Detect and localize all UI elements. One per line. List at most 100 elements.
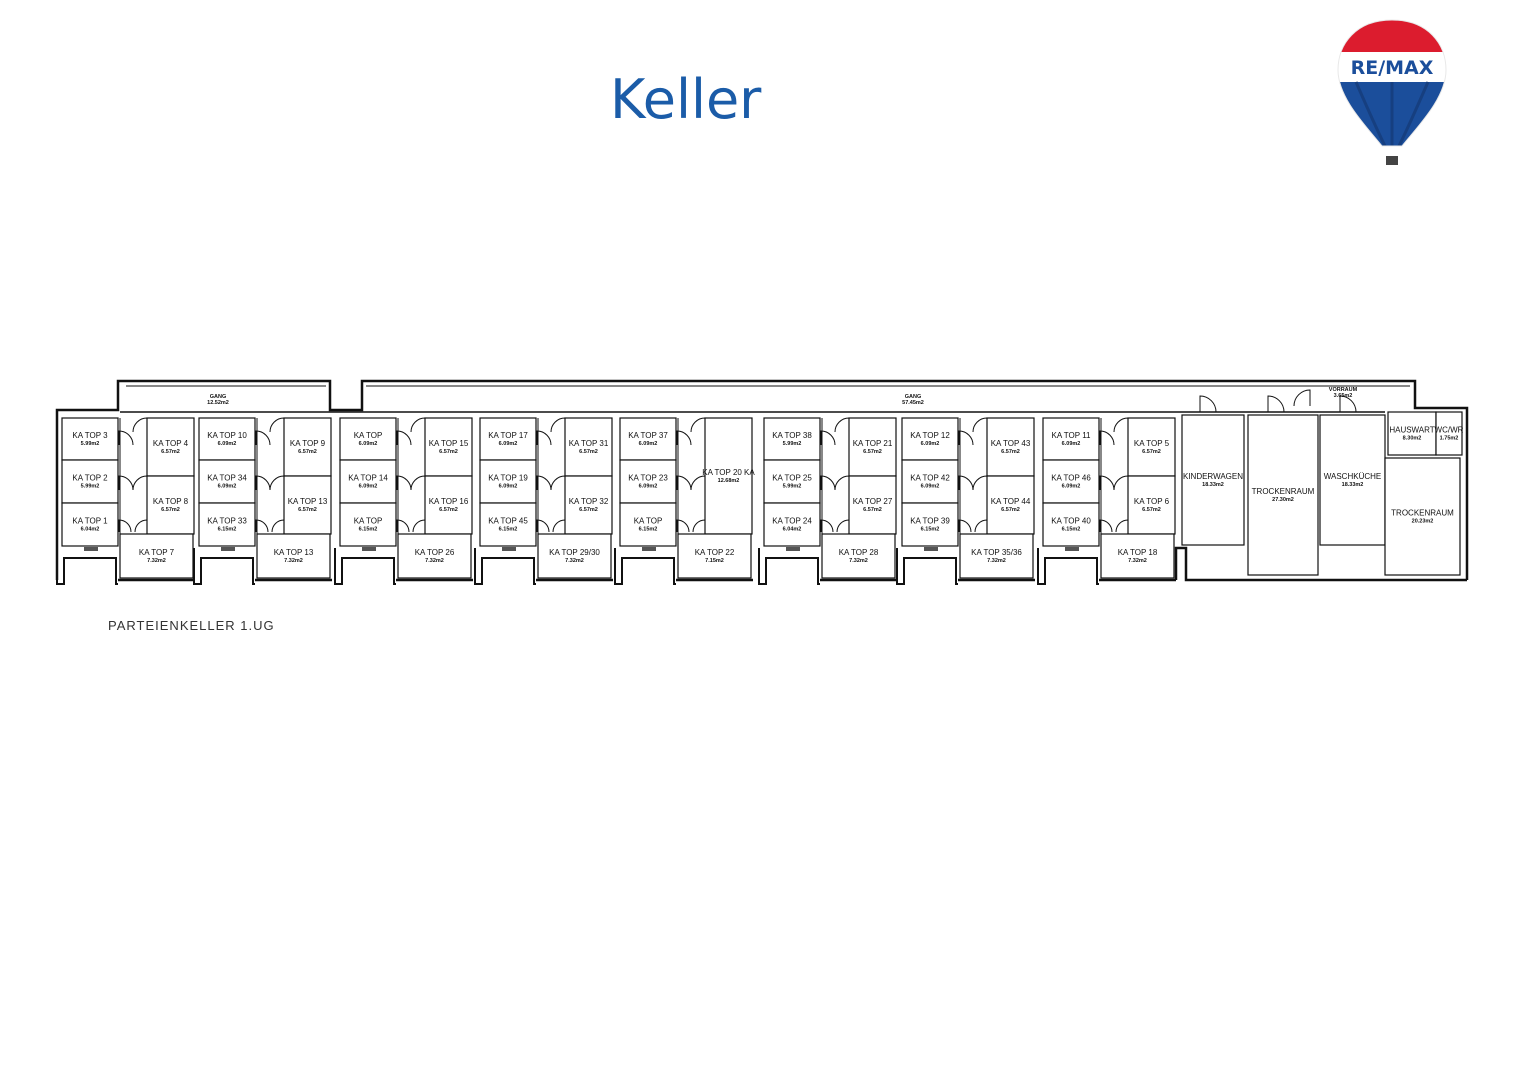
storage-room-area: 6.09m2 <box>218 484 237 490</box>
service-room-label: WC/WR <box>1435 426 1464 435</box>
storage-room <box>564 475 613 535</box>
storage-room-label: KA TOP 27 <box>853 497 893 506</box>
door-swing-icon <box>974 519 988 533</box>
door-swing-icon <box>255 430 271 446</box>
storage-room <box>424 475 473 535</box>
storage-room-label: KA TOP 17 <box>488 431 528 440</box>
storage-room-area: 6.57m2 <box>439 507 458 513</box>
storage-room-area: 5.99m2 <box>783 484 802 490</box>
storage-room-area: 12.68m2 <box>718 478 740 484</box>
storage-room <box>763 459 821 504</box>
storage-room-area: 6.09m2 <box>218 441 237 447</box>
storage-room <box>537 533 612 579</box>
storage-room-label: KA TOP 15 <box>429 439 469 448</box>
storage-room-area: 7.32m2 <box>565 558 584 564</box>
storage-room-label: KA TOP 24 <box>772 517 812 526</box>
storage-room-area: 6.09m2 <box>921 484 940 490</box>
storage-room <box>901 417 959 461</box>
storage-room-label: KA TOP <box>354 431 383 440</box>
service-room <box>1181 414 1245 546</box>
storage-room-area: 5.99m2 <box>81 441 100 447</box>
storage-room-label: KA TOP 8 <box>153 497 189 506</box>
door-swing-icon <box>1099 519 1113 533</box>
floor-plan-caption: PARTEIENKELLER 1.UG <box>108 618 275 633</box>
door-swing-icon <box>1199 395 1217 413</box>
service-room-area: 27.30m2 <box>1272 497 1294 503</box>
storage-room-area: 6.57m2 <box>439 449 458 455</box>
storage-room-label: KA TOP 42 <box>910 474 950 483</box>
storage-room-label: KA TOP 31 <box>569 439 609 448</box>
door-swing-icon <box>820 475 836 491</box>
door-swing-icon <box>396 519 410 533</box>
door-swing-icon <box>676 519 690 533</box>
door-swing-icon <box>958 430 974 446</box>
door-swing-icon <box>271 519 285 533</box>
storage-room-label: KA TOP 14 <box>348 474 388 483</box>
storage-room-label: KA TOP 43 <box>991 439 1031 448</box>
storage-room-area: 6.09m2 <box>639 484 658 490</box>
storage-room-label: KA TOP 1 <box>72 517 108 526</box>
storage-room-area: 6.04m2 <box>81 527 100 533</box>
storage-room-area: 6.57m2 <box>1142 449 1161 455</box>
storage-room-area: 7.32m2 <box>284 558 303 564</box>
service-room-label: TROCKENRAUM <box>1252 487 1315 496</box>
storage-room <box>959 533 1034 579</box>
storage-room-label: KA TOP 16 <box>429 497 469 506</box>
storage-room-label: KA TOP 32 <box>569 497 609 506</box>
storage-room-label: KA TOP 13 <box>274 548 314 557</box>
door-swing-icon <box>550 475 566 491</box>
vorraum-label: VORRAUM <box>1329 387 1358 393</box>
storage-room <box>848 417 897 477</box>
storage-room <box>479 459 537 504</box>
door-swing-icon <box>536 475 552 491</box>
service-room <box>1435 411 1463 456</box>
storage-room <box>1042 417 1100 461</box>
door-swing-icon <box>552 519 566 533</box>
door-swing-icon <box>118 519 132 533</box>
storage-room-area: 7.32m2 <box>425 558 444 564</box>
storage-room-label: KA TOP 33 <box>207 517 247 526</box>
storage-room-label: KA TOP 3 <box>72 431 108 440</box>
storage-room-label: KA TOP <box>634 517 663 526</box>
storage-room <box>619 502 677 547</box>
door-swing-icon <box>958 519 972 533</box>
storage-room-area: 6.57m2 <box>298 507 317 513</box>
door-swing-icon <box>1113 475 1129 491</box>
door-swing-icon <box>972 475 988 491</box>
storage-room-area: 5.99m2 <box>783 441 802 447</box>
storage-room-label: KA TOP 4 <box>153 439 189 448</box>
storage-room-label: KA TOP 21 <box>853 439 893 448</box>
storage-room <box>339 417 397 461</box>
storage-room <box>677 533 752 579</box>
door-swing-icon <box>1267 395 1285 413</box>
door-swing-icon <box>410 475 426 491</box>
page-title: Keller <box>610 68 762 131</box>
storage-room <box>821 533 896 579</box>
storage-room-label: KA TOP 39 <box>910 517 950 526</box>
storage-room <box>61 502 119 547</box>
storage-room-area: 6.15m2 <box>499 527 518 533</box>
storage-room-label: KA TOP 46 <box>1051 474 1091 483</box>
door-swing-icon <box>690 417 706 433</box>
door-swing-icon <box>958 475 974 491</box>
storage-room-label: KA TOP 45 <box>488 517 528 526</box>
door-swing-icon <box>536 430 552 446</box>
storage-room <box>283 417 332 477</box>
storage-room <box>146 417 195 477</box>
storage-room-label: KA TOP 28 <box>839 548 879 557</box>
door-swing-icon <box>118 475 134 491</box>
storage-room-label: KA TOP 37 <box>628 431 668 440</box>
door-swing-icon <box>132 475 148 491</box>
door-swing-icon <box>834 417 850 433</box>
storage-room <box>146 475 195 535</box>
service-room <box>1247 414 1319 576</box>
service-room-area: 8.30m2 <box>1403 436 1422 442</box>
storage-room-label: KA TOP 29/30 <box>549 548 600 557</box>
storage-room <box>763 417 821 461</box>
storage-room-area: 7.32m2 <box>849 558 868 564</box>
storage-room-label: KA TOP 18 <box>1118 548 1158 557</box>
storage-room-area: 6.57m2 <box>298 449 317 455</box>
door-swing-icon <box>118 430 134 446</box>
storage-room <box>1127 417 1176 477</box>
